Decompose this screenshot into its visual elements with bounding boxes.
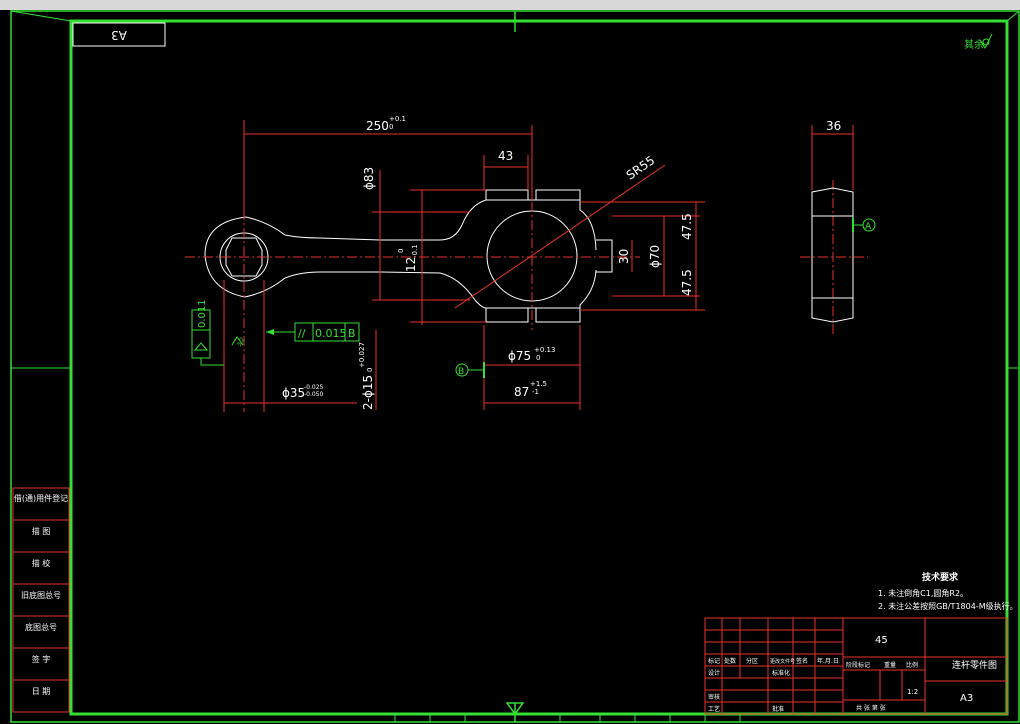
header-cell: 处数: [724, 657, 736, 665]
header-cell: 签名: [796, 657, 808, 665]
frame-leader: [200, 358, 224, 366]
dim-text-87: 87: [514, 385, 529, 399]
dim-text-phi75: ϕ75: [508, 349, 531, 363]
dim-tol: -0.025: [304, 384, 324, 391]
bottom-ticks: [394, 714, 741, 722]
strip-cell: 底图总号: [25, 622, 57, 632]
role-label: 工艺: [708, 705, 720, 713]
dim-text-sr55: SR55: [624, 153, 658, 182]
strip-cell: 借(通)用件登记: [14, 493, 68, 503]
approve-label: 批准: [772, 705, 784, 713]
dim-tol: 0: [366, 368, 374, 372]
centerlines: [185, 120, 868, 412]
small-end-outline: [245, 216, 286, 236]
role-label: 设计: [708, 669, 720, 677]
part-name: 连杆零件图: [952, 659, 997, 671]
connecting-rod-front-view: [204, 189, 613, 323]
material-text: 45: [875, 635, 888, 646]
small-end-outline: [204, 216, 286, 298]
title-block-text: 45 连杆零件图 A3 1:2 标记 处数 分区 更改文件号 签名 年.月.日 …: [708, 635, 997, 713]
left-strip-labels: 借(通)用件登记 描 图 描 校 旧底图总号 底图总号 签 字 日 期: [14, 493, 68, 696]
dim-tol: +0.027: [358, 342, 366, 368]
dim-tol: 0: [397, 249, 405, 253]
dim-text-phi70: ϕ70: [648, 245, 662, 268]
parallel-value: 0.015: [315, 327, 347, 340]
flatness-value: 0.011: [197, 299, 208, 328]
corner-tick: [1006, 10, 1020, 22]
roughness-note: 其余: [964, 38, 984, 51]
header-cell: 更改文件号: [770, 658, 795, 665]
orientation-arrow: [505, 702, 525, 716]
tech-req-item: 1. 未注倒角C1,圆角R2。: [878, 588, 968, 598]
big-end-boss: [596, 239, 613, 273]
strip-cell: 日 期: [32, 687, 51, 696]
side-view-outline: [811, 187, 854, 323]
left-strip-border: [12, 487, 70, 713]
scale-value: 1:2: [907, 688, 918, 696]
tech-req-item: 2. 未注公差按照GB/T1804-M级执行。: [878, 601, 1018, 611]
title-block: [704, 617, 1008, 715]
dim-text-47-lower: 47.5: [680, 269, 694, 296]
technical-requirements: 技术要求 1. 未注倒角C1,圆角R2。 2. 未注公差按照GB/T1804-M…: [878, 571, 1018, 611]
dim-tol: 0: [536, 354, 540, 362]
tech-req-heading: 技术要求: [922, 571, 959, 583]
parallel-symbol: //: [298, 327, 306, 340]
side-view: [811, 187, 854, 323]
dim-text-phi83: ϕ83: [362, 167, 376, 190]
dim-tol: -0.1: [411, 244, 419, 258]
dim-tol: +1.5: [530, 380, 547, 388]
dim-text-30: 30: [617, 249, 631, 264]
dim-tol: +0.13: [534, 346, 555, 354]
header-cell: 分区: [746, 657, 758, 665]
header-cell: 标记: [708, 657, 720, 665]
weight-label: 重量: [884, 661, 896, 669]
stage-label: 阶段标记: [846, 661, 870, 669]
frame-leader-arrow-icon: [266, 329, 274, 335]
viewport-top-strip: [0, 0, 1020, 10]
dimension-lines: [223, 125, 854, 412]
small-end-inner: [225, 237, 263, 277]
dim-text-47-upper: 47.5: [680, 213, 694, 240]
strip-cell: 描 校: [32, 558, 51, 568]
sheet-size: A3: [960, 693, 973, 704]
datum-b-label: B: [458, 367, 464, 377]
dim-tol: 0: [389, 123, 393, 131]
dimension-texts: 250 +0.1 0 43 SR55 ϕ83 12 0 -0.1 30 ϕ70 …: [282, 115, 841, 410]
roughness-mark-icon: [231, 336, 244, 346]
roughness-value: 3.2: [236, 336, 247, 348]
leader-sr55: [454, 164, 666, 309]
strip-cell: 描 图: [32, 526, 51, 536]
parallel-datum: B: [348, 327, 356, 340]
standardization-label: 标准化: [772, 669, 790, 677]
inner-frame: [69, 19, 1009, 716]
dim-tol: +0.1: [389, 115, 406, 123]
dim-text-12: 12: [404, 257, 418, 272]
scale-label: 比例: [906, 661, 918, 669]
dim-text-phi35: ϕ35: [282, 386, 305, 400]
rod-shank-upper: [284, 224, 463, 241]
dim-tol: -1: [532, 388, 539, 396]
dim-text-holes: 2-ϕ15: [361, 375, 375, 410]
corner-tick: [10, 10, 72, 22]
strip-cell: 旧底图总号: [21, 590, 61, 600]
cylindricity-icon: [193, 342, 209, 351]
role-label: 审核: [708, 693, 720, 701]
strip-cell: 签 字: [32, 654, 51, 664]
roughness-circle-icon: [982, 38, 990, 46]
rotated-label-text: A3: [111, 28, 127, 42]
sheets-label: 共 张 第 张: [856, 704, 886, 712]
big-end-upper: [461, 189, 597, 251]
tolerance-frames: // 0.015 B 0.011 3.2 B A: [191, 218, 876, 378]
header-cell: 年.月.日: [817, 657, 839, 665]
roughness-symbol-icon: [979, 33, 993, 50]
left-strip-table: [12, 487, 70, 713]
dim-text-250: 250: [366, 119, 389, 133]
dim-text-43: 43: [498, 149, 513, 163]
dim-tol: -0.050: [304, 391, 324, 398]
rotated-label-box: [72, 22, 166, 47]
outer-border: [10, 10, 1020, 723]
datum-a-label: A: [865, 222, 872, 232]
dim-text-36: 36: [826, 119, 841, 133]
